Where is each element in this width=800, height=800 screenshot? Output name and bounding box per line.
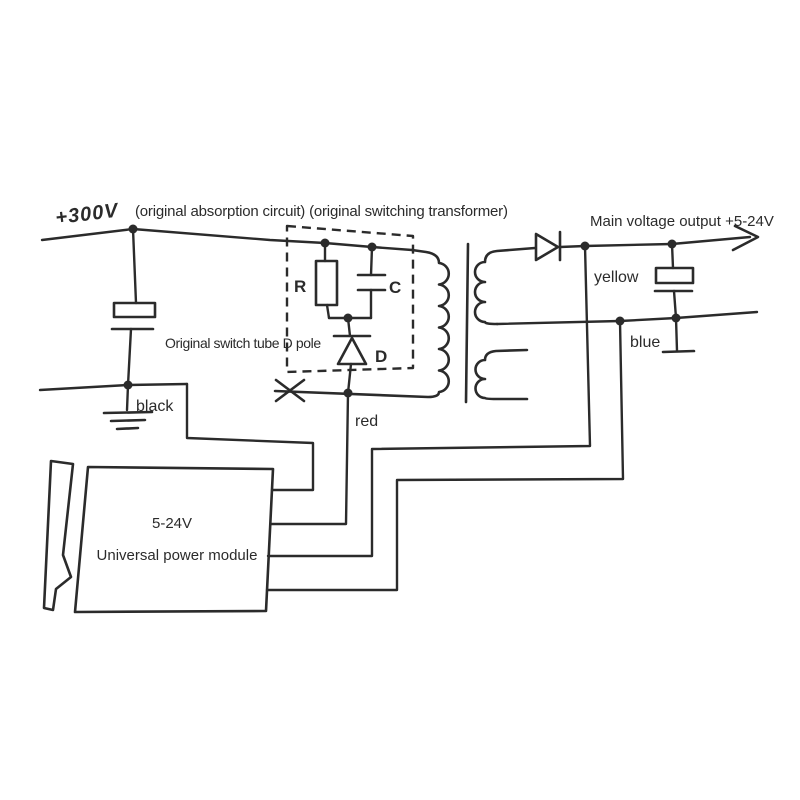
blue-wire xyxy=(265,319,625,592)
junction-dot xyxy=(123,380,133,390)
switch-tube-label: Original switch tube D pole xyxy=(165,335,321,351)
resistor-label: R xyxy=(294,277,306,296)
diode-label: D xyxy=(375,347,387,366)
junction-dots xyxy=(123,224,681,398)
red-wire xyxy=(269,391,350,526)
arrow-right-icon xyxy=(731,224,760,252)
output-diode xyxy=(534,230,587,262)
junction-dot xyxy=(580,241,590,251)
capacitor-label: C xyxy=(389,278,401,297)
junction-dot xyxy=(343,313,353,323)
module-box xyxy=(73,465,275,614)
top-rail xyxy=(40,227,414,252)
absorption-circuit-box xyxy=(285,224,415,374)
top-annotation-label: (original absorption circuit) (original … xyxy=(135,203,508,220)
output-filter-capacitor xyxy=(653,242,696,354)
junction-dot xyxy=(671,313,681,323)
junction-dot xyxy=(615,316,625,326)
yellow-wire-label: yellow xyxy=(594,269,639,286)
snubber-diode-d xyxy=(332,316,372,395)
junction-dot xyxy=(128,224,138,234)
module-voltage-label: 5-24V xyxy=(152,515,192,532)
heatsink-tab xyxy=(42,459,75,612)
transformer-core xyxy=(464,242,470,404)
junction-dot xyxy=(667,239,677,249)
resistor-r xyxy=(314,241,339,320)
red-wire-label: red xyxy=(355,413,378,430)
secondary-return-rail xyxy=(495,310,759,326)
secondary-winding-top xyxy=(473,246,537,326)
input-voltage-label: +300V xyxy=(54,200,120,230)
module-name-label: Universal power module xyxy=(97,547,258,564)
bottom-left-rail xyxy=(38,382,189,392)
junction-dot xyxy=(367,242,377,252)
secondary-winding-bottom xyxy=(474,348,529,401)
black-wire-label: black xyxy=(136,398,174,415)
black-wire xyxy=(185,382,315,492)
junction-dot xyxy=(343,388,353,398)
primary-winding xyxy=(273,248,451,399)
power-module: 5-24V Universal power module xyxy=(73,465,275,614)
input-filter-capacitor xyxy=(110,227,157,387)
blue-wire-label: blue xyxy=(630,334,660,351)
yellow-wire xyxy=(266,244,592,558)
transformer xyxy=(273,242,537,404)
main-output-label: Main voltage output +5-24V xyxy=(590,213,774,230)
junction-dot xyxy=(320,238,330,248)
